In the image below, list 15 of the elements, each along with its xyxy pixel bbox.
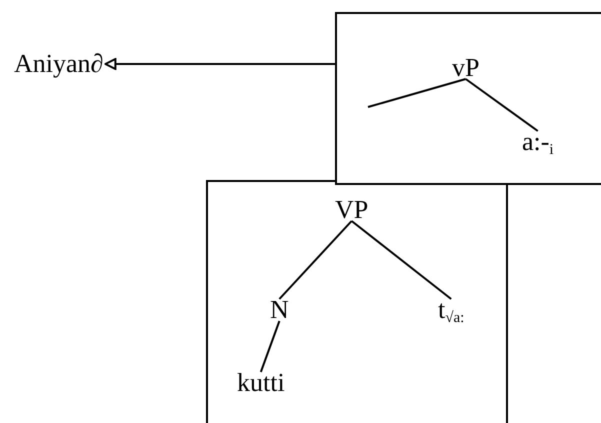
tree-label: Aniyan∂: [14, 50, 104, 78]
tree-label: kutti: [237, 369, 285, 397]
tree-branch: [465, 78, 538, 132]
tree-branch: [278, 220, 352, 300]
arrow: [104, 58, 335, 70]
tree-branch: [351, 220, 452, 300]
tree-branch: [368, 78, 466, 108]
tree-label: t$_{√a:}$: [438, 296, 464, 324]
frame-box: [206, 180, 508, 423]
tree-label: a:-$_{i}$: [522, 128, 554, 156]
tree-label: vP: [452, 54, 480, 82]
frame-box: [335, 12, 601, 185]
tree-label: N: [270, 296, 289, 324]
tree-branch: [260, 320, 280, 372]
tree-label: VP: [335, 196, 368, 224]
